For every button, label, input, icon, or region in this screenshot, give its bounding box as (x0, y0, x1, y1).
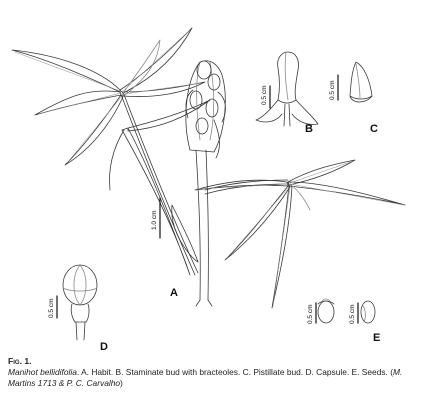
caption-line-2: Martins 1713 & P. C. Carvalho) (8, 378, 436, 389)
panel-label-a: A (170, 287, 178, 299)
illustration-canvas: A B C D E 1.0 cm 0.5 cm 0.5 cm 0.5 cm 0.… (11, 27, 406, 353)
scale-label-e2: 0.5 cm (349, 304, 356, 324)
main-stem (195, 149, 209, 301)
panel-b-bud (255, 51, 319, 127)
figure-number: Fig. 1. (8, 356, 32, 366)
middle-leaf (109, 99, 211, 276)
panel-a-habit (11, 27, 406, 309)
species-name: Manihot bellidifolia (8, 366, 77, 377)
figure-caption: Fig. 1. Manihot bellidifolia. A. Habit. … (8, 356, 436, 388)
panel-label-d: D (100, 341, 108, 353)
scale-label-c: 0.5 cm (329, 80, 336, 100)
panel-label-b: B (305, 123, 313, 135)
caption-close: ) (120, 377, 123, 388)
panel-label-e: E (373, 332, 380, 344)
botanical-illustration: A B C D E 1.0 cm 0.5 cm 0.5 cm 0.5 cm 0.… (11, 27, 406, 353)
collector-part-1: M. (392, 366, 403, 377)
caption-text: . A. Habit. B. Staminate bud with bracte… (76, 366, 393, 377)
panel-e-seeds (315, 298, 376, 324)
panel-c-bud (337, 61, 373, 103)
panel-label-c: C (370, 123, 378, 135)
caption-line-1: Manihot bellidifolia. A. Habit. B. Stami… (8, 367, 436, 378)
collector-part-2: Martins 1713 & P. C. Carvalho (8, 377, 121, 388)
scale-label-b: 0.5 cm (261, 85, 268, 105)
scale-label-d: 0.5 cm (48, 298, 55, 318)
panel-d-capsule (56, 264, 98, 341)
upper-left-leaf (11, 27, 206, 166)
lower-right-leaf (194, 159, 406, 309)
lower-leaflet (171, 204, 199, 263)
left-petiole (119, 91, 199, 276)
inflorescence (185, 60, 226, 159)
scale-label-e1: 0.5 cm (307, 304, 314, 324)
right-petiole (204, 179, 289, 195)
scale-label-a: 1.0 cm (151, 210, 158, 230)
